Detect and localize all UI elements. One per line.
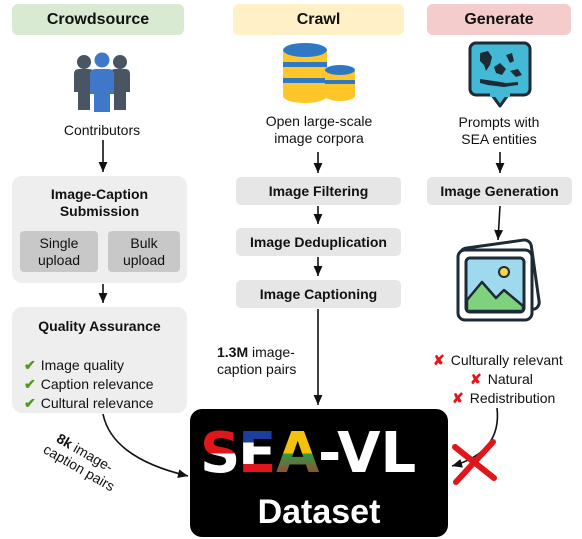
submission-title: Image-Caption Submission xyxy=(12,186,187,220)
submission-title-line2: Submission xyxy=(59,203,140,219)
svg-text:-VL: -VL xyxy=(318,421,416,486)
svg-text:S: S xyxy=(200,421,240,486)
arrow-qa-to-dataset xyxy=(102,413,189,479)
header-crowdsource: Crowdsource xyxy=(12,4,184,35)
qa-item-caption-relevance: ✔Caption relevance xyxy=(24,376,154,392)
image-captioning-step: Image Captioning xyxy=(236,280,401,308)
bulk-upload-line1: Bulk xyxy=(130,234,158,251)
image-generation-step: Image Generation xyxy=(427,177,572,205)
check-icon: ✔ xyxy=(24,395,36,411)
crawl-pairs-count: 1.3M xyxy=(217,344,249,360)
qa-item-cultural-relevance: ✔Cultural relevance xyxy=(24,395,154,411)
bulk-upload-line2: upload xyxy=(122,251,166,268)
crawl-source-label: Open large-scale image corpora xyxy=(236,113,402,147)
image-deduplication-step: Image Deduplication xyxy=(236,228,401,256)
image-filtering-step: Image Filtering xyxy=(236,177,401,205)
generate-prompt-label: Prompts with SEA entities xyxy=(427,114,571,148)
arrow-generate-to-dataset xyxy=(451,407,499,468)
svg-text:E: E xyxy=(238,421,276,486)
header-generate: Generate xyxy=(427,4,571,35)
dataset-label: Dataset xyxy=(257,493,381,531)
header-crawl: Crawl xyxy=(233,4,404,35)
generate-prompt-line2: SEA entities xyxy=(461,131,537,147)
cross-icon: ✘ xyxy=(433,352,445,368)
bulk-upload-box: Bulk upload xyxy=(108,231,180,272)
crawl-pairs-line2: caption pairs xyxy=(217,361,297,377)
criterion-natural: ✘Natural xyxy=(470,371,533,387)
generate-prompt-line1: Prompts with xyxy=(458,114,540,130)
quality-assurance-panel xyxy=(12,307,187,413)
crawl-pairs-label: 1.3M image- caption pairs xyxy=(217,344,296,378)
map-chat-icon xyxy=(468,41,532,108)
arrow-generation-to-image xyxy=(494,205,504,241)
sea-vl-logo: S E A -VL xyxy=(200,421,416,486)
image-icon xyxy=(456,238,541,322)
single-upload-line1: Single xyxy=(39,234,79,251)
dataset-box xyxy=(190,409,448,537)
crawl-source-line2: image corpora xyxy=(274,130,364,146)
qa-item-image-quality: ✔Image quality xyxy=(24,357,125,373)
check-icon: ✔ xyxy=(24,357,36,373)
single-upload-box: Single upload xyxy=(20,231,98,272)
people-icon xyxy=(74,52,130,112)
cross-icon: ✘ xyxy=(452,390,464,406)
database-icon xyxy=(283,43,355,103)
criterion-culturally-relevant: ✘Culturally relevant xyxy=(433,352,563,368)
crawl-source-line1: Open large-scale xyxy=(265,113,373,129)
cross-icon: ✘ xyxy=(470,371,482,387)
check-icon: ✔ xyxy=(24,376,36,392)
blocked-cross-icon xyxy=(452,439,497,485)
single-upload-line2: upload xyxy=(37,251,81,268)
contributors-label: Contributors xyxy=(63,122,141,138)
criterion-redistribution: ✘Redistribution xyxy=(452,390,556,406)
quality-assurance-title: Quality Assurance xyxy=(38,318,161,334)
submission-title-line1: Image-Caption xyxy=(50,186,149,202)
svg-text:A: A xyxy=(276,421,320,486)
crawl-pairs-line1: image- xyxy=(248,344,295,360)
